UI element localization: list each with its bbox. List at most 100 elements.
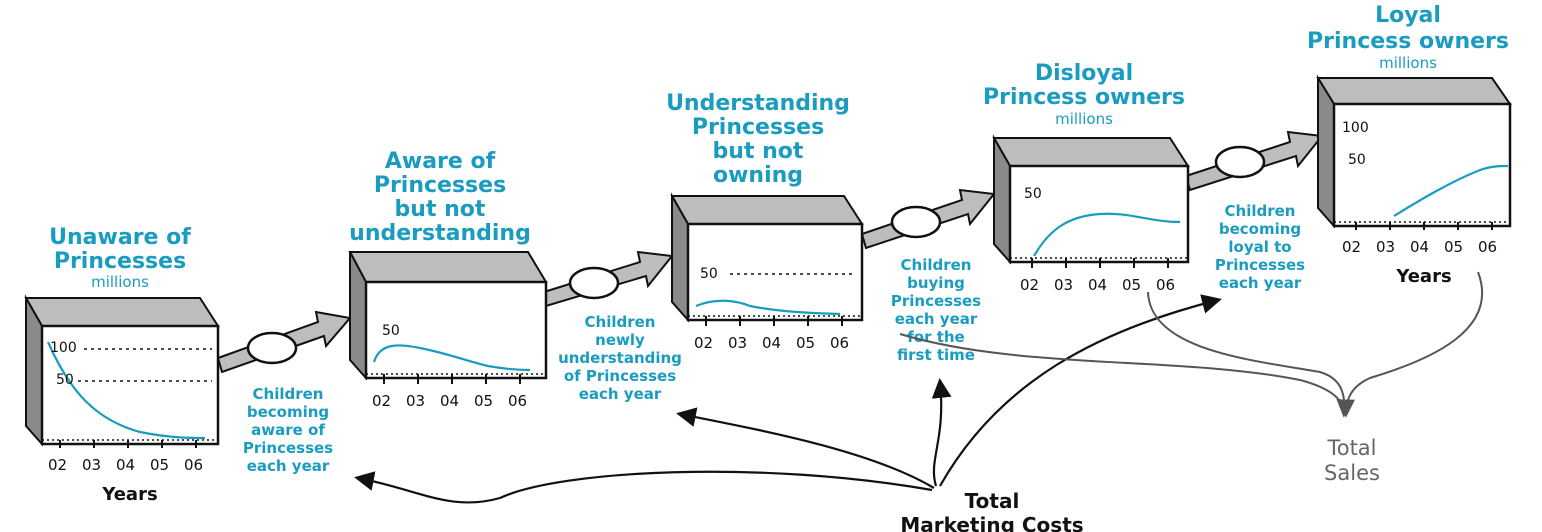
x-tick: 03 <box>1376 238 1395 256</box>
svg-text:each year: each year <box>579 385 662 403</box>
svg-text:each year: each year <box>247 457 330 475</box>
flow-pipe-3 <box>860 188 996 250</box>
total-marketing-costs-label: Marketing Costs <box>900 513 1083 532</box>
stock-unit: millions <box>1055 110 1113 128</box>
stock-title: Disloyal <box>1035 61 1133 86</box>
x-tick: 03 <box>728 334 747 352</box>
flow-valve-1 <box>246 331 298 365</box>
stock-title: Loyal <box>1375 3 1441 28</box>
flow-pipe-1 <box>216 310 352 374</box>
x-tick: 05 <box>474 392 493 410</box>
sales-arrows <box>899 271 1484 418</box>
svg-text:Princesses: Princesses <box>891 292 981 310</box>
x-tick: 06 <box>830 334 849 352</box>
y-label-50: 50 <box>1024 186 1042 202</box>
svg-text:Children: Children <box>253 385 324 403</box>
svg-text:aware of: aware of <box>251 421 325 439</box>
x-tick: 06 <box>1156 276 1175 294</box>
x-tick: 06 <box>184 456 203 474</box>
total-sales-label: Sales <box>1324 461 1380 485</box>
x-axis-label: Years <box>101 484 157 505</box>
x-tick: 02 <box>48 456 67 474</box>
x-tick: 02 <box>694 334 713 352</box>
trend-curve-unaware <box>46 341 206 440</box>
x-tick: 05 <box>150 456 169 474</box>
y-label-50: 50 <box>382 323 400 339</box>
total-sales-label: Total <box>1326 436 1376 460</box>
x-tick: 05 <box>1122 276 1141 294</box>
stock-title: owning <box>713 163 803 188</box>
stock-box-loyal: 100 50 02 03 04 05 06 Years <box>1316 74 1512 287</box>
stock-box-aware: 50 02 03 04 05 06 <box>348 251 548 410</box>
stock-title: Princesses <box>54 249 186 274</box>
svg-text:for the: for the <box>907 328 964 346</box>
x-tick: 02 <box>1342 238 1361 256</box>
stock-title: Unaware of <box>49 225 191 250</box>
stock-title: Aware of <box>385 149 496 174</box>
svg-text:each year: each year <box>895 310 978 328</box>
flow-valve-2 <box>568 266 620 300</box>
y-label-100: 100 <box>50 340 77 356</box>
trend-curve-understanding <box>695 299 841 316</box>
trend-curve-disloyal <box>1033 212 1181 257</box>
flow-valve-4 <box>1214 145 1266 179</box>
flow-label-buying-first-time: Children buying Princesses each year for… <box>891 256 981 364</box>
stock-title: Princesses <box>374 173 506 198</box>
flow-valve-3 <box>890 205 942 239</box>
trend-curve-loyal <box>1393 164 1509 217</box>
stock-unit: millions <box>91 273 149 291</box>
stock-title: Princess owners <box>983 85 1185 110</box>
stock-title: Understanding <box>666 91 850 116</box>
svg-text:becoming: becoming <box>247 403 329 421</box>
stock-title: Princess owners <box>1307 29 1509 54</box>
trend-curve-aware <box>372 344 531 372</box>
x-tick: 03 <box>82 456 101 474</box>
flow-label-becoming-loyal: Children becoming loyal to Princesses ea… <box>1215 202 1305 292</box>
stock-title: Princesses <box>692 115 824 140</box>
stock-box-disloyal: 50 02 03 04 05 06 <box>992 134 1190 294</box>
stock-title: understanding <box>349 221 531 246</box>
svg-text:newly: newly <box>595 331 645 349</box>
svg-text:buying: buying <box>907 274 965 292</box>
x-tick: 02 <box>1020 276 1039 294</box>
svg-text:Children: Children <box>901 256 972 274</box>
flow-label-newly-understanding: Children newly understanding of Princess… <box>558 313 682 403</box>
stock-box-understanding: 50 02 03 04 05 06 <box>670 192 864 352</box>
svg-text:each year: each year <box>1219 274 1302 292</box>
x-tick: 04 <box>1088 276 1107 294</box>
total-marketing-costs-label: Total <box>965 489 1020 513</box>
flow-label-becoming-aware: Children becoming aware of Princesses ea… <box>243 385 333 475</box>
svg-text:Children: Children <box>1225 202 1296 220</box>
stock-title: but not <box>395 197 486 222</box>
svg-text:understanding: understanding <box>558 349 682 367</box>
x-tick: 05 <box>1444 238 1463 256</box>
stock-unit: millions <box>1379 54 1437 72</box>
stock-box-unaware: 100 50 02 03 04 05 06 Years <box>24 294 220 505</box>
svg-text:of Princesses: of Princesses <box>564 367 676 385</box>
flow-pipe-2 <box>542 250 674 308</box>
x-tick: 04 <box>116 456 135 474</box>
x-axis-label: Years <box>1395 266 1451 287</box>
x-tick: 04 <box>440 392 459 410</box>
x-tick: 04 <box>762 334 781 352</box>
y-label-100: 100 <box>1342 120 1369 136</box>
x-tick: 06 <box>508 392 527 410</box>
svg-text:loyal to: loyal to <box>1228 238 1291 256</box>
x-tick: 02 <box>372 392 391 410</box>
svg-text:Princesses: Princesses <box>1215 256 1305 274</box>
marketing-cost-arrows <box>354 294 1222 504</box>
x-tick: 06 <box>1478 238 1497 256</box>
svg-text:first time: first time <box>897 346 975 364</box>
y-label-50: 50 <box>1348 152 1366 168</box>
svg-text:Princesses: Princesses <box>243 439 333 457</box>
x-tick: 03 <box>1054 276 1073 294</box>
stock-title: but not <box>713 139 804 164</box>
x-tick: 04 <box>1410 238 1429 256</box>
x-tick: 05 <box>796 334 815 352</box>
flow-pipe-4 <box>1184 130 1324 192</box>
y-label-50: 50 <box>700 266 718 282</box>
svg-text:Children: Children <box>585 313 656 331</box>
y-label-50: 50 <box>56 372 74 388</box>
x-tick: 03 <box>406 392 425 410</box>
